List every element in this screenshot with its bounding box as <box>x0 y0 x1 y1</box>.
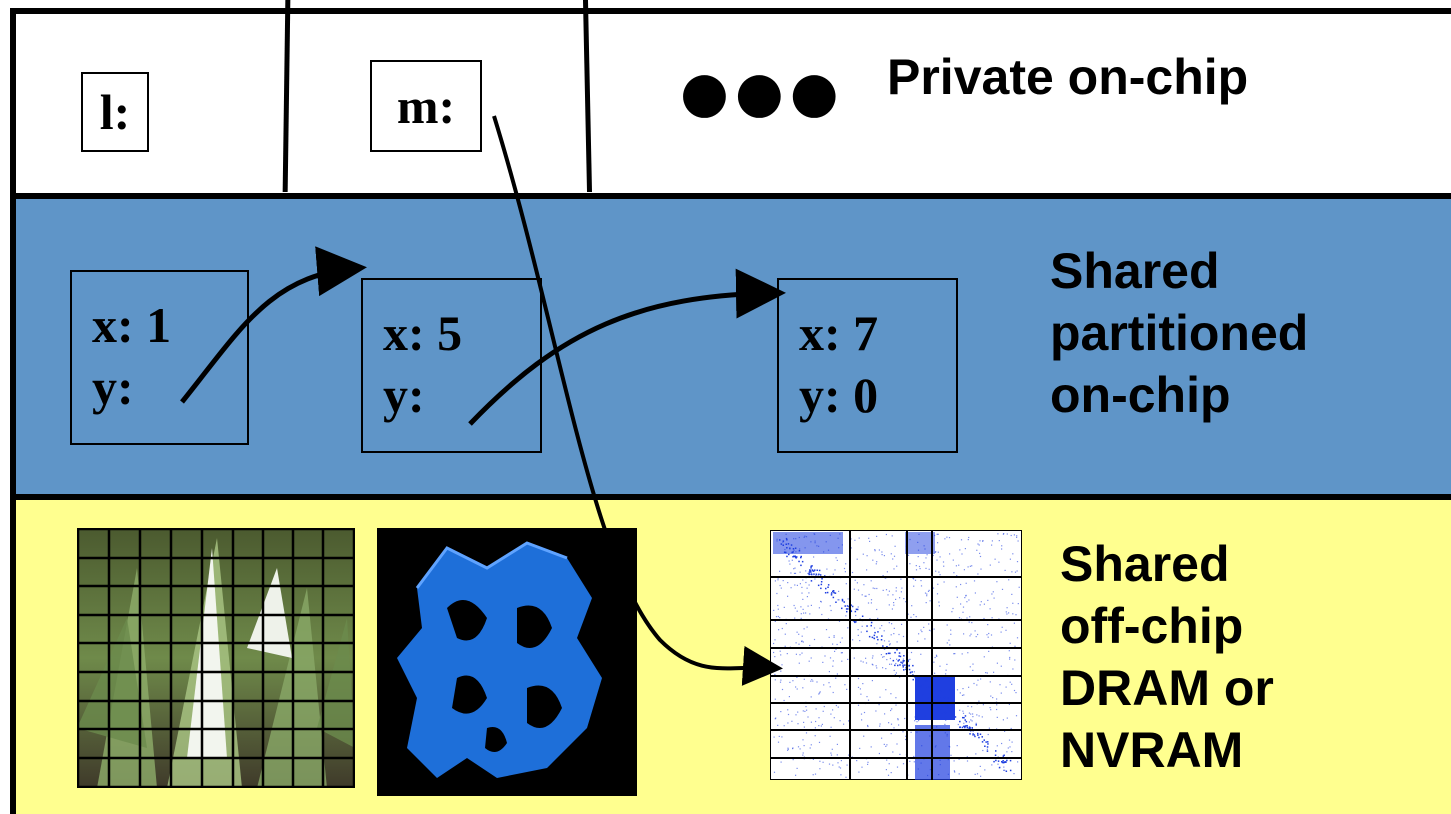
offchip-title-line-1: Shared <box>1060 536 1230 592</box>
shared-node-3-x: x: 7 <box>799 305 879 361</box>
shared-title-line-2: partitioned <box>1050 305 1309 361</box>
private-cell-l-label: l: <box>99 84 131 140</box>
arrow-m-to-matrix <box>492 115 783 686</box>
offchip-tier-title: Shared off-chip DRAM or NVRAM <box>1060 533 1274 781</box>
ellipsis: ●●● <box>680 60 845 125</box>
shared-partitioned-tier <box>10 193 1451 500</box>
shared-title-line-3: on-chip <box>1050 367 1231 423</box>
blue-3d-structure-svg <box>397 541 602 778</box>
shared-node-1: x: 1 y: <box>70 270 249 445</box>
shared-node-2: x: 5 y: <box>361 278 542 453</box>
arrow-node2-to-node3 <box>468 268 786 426</box>
shared-node-3-y: y: 0 <box>799 367 879 423</box>
shared-node-2-x: x: 5 <box>383 305 463 361</box>
offchip-title-line-3: DRAM or <box>1060 660 1274 716</box>
shared-tier-title: Shared partitioned on-chip <box>1050 240 1308 426</box>
private-tier <box>10 8 1451 193</box>
arrow-node1-to-node2 <box>180 246 367 404</box>
private-tier-title: Private on-chip <box>887 49 1249 105</box>
shared-node-1-x: x: 1 <box>92 297 172 353</box>
sparse-matrix-svg <box>770 530 1022 780</box>
sparse-matrix-plot <box>770 530 1022 780</box>
blue-3d-structure <box>377 528 637 796</box>
shared-title-line-1: Shared <box>1050 243 1220 299</box>
private-cell-m-label: m: <box>396 78 456 134</box>
shared-node-2-y: y: <box>383 367 425 423</box>
plant-photo-grid-svg <box>76 527 356 789</box>
offchip-title-line-4: NVRAM <box>1060 722 1244 778</box>
private-cell-m: m: <box>370 60 482 152</box>
private-cell-l: l: <box>81 72 149 152</box>
shared-node-3: x: 7 y: 0 <box>777 278 958 453</box>
shared-node-1-y: y: <box>92 359 134 415</box>
offchip-title-line-2: off-chip <box>1060 598 1244 654</box>
plant-photo-grid <box>76 527 356 789</box>
